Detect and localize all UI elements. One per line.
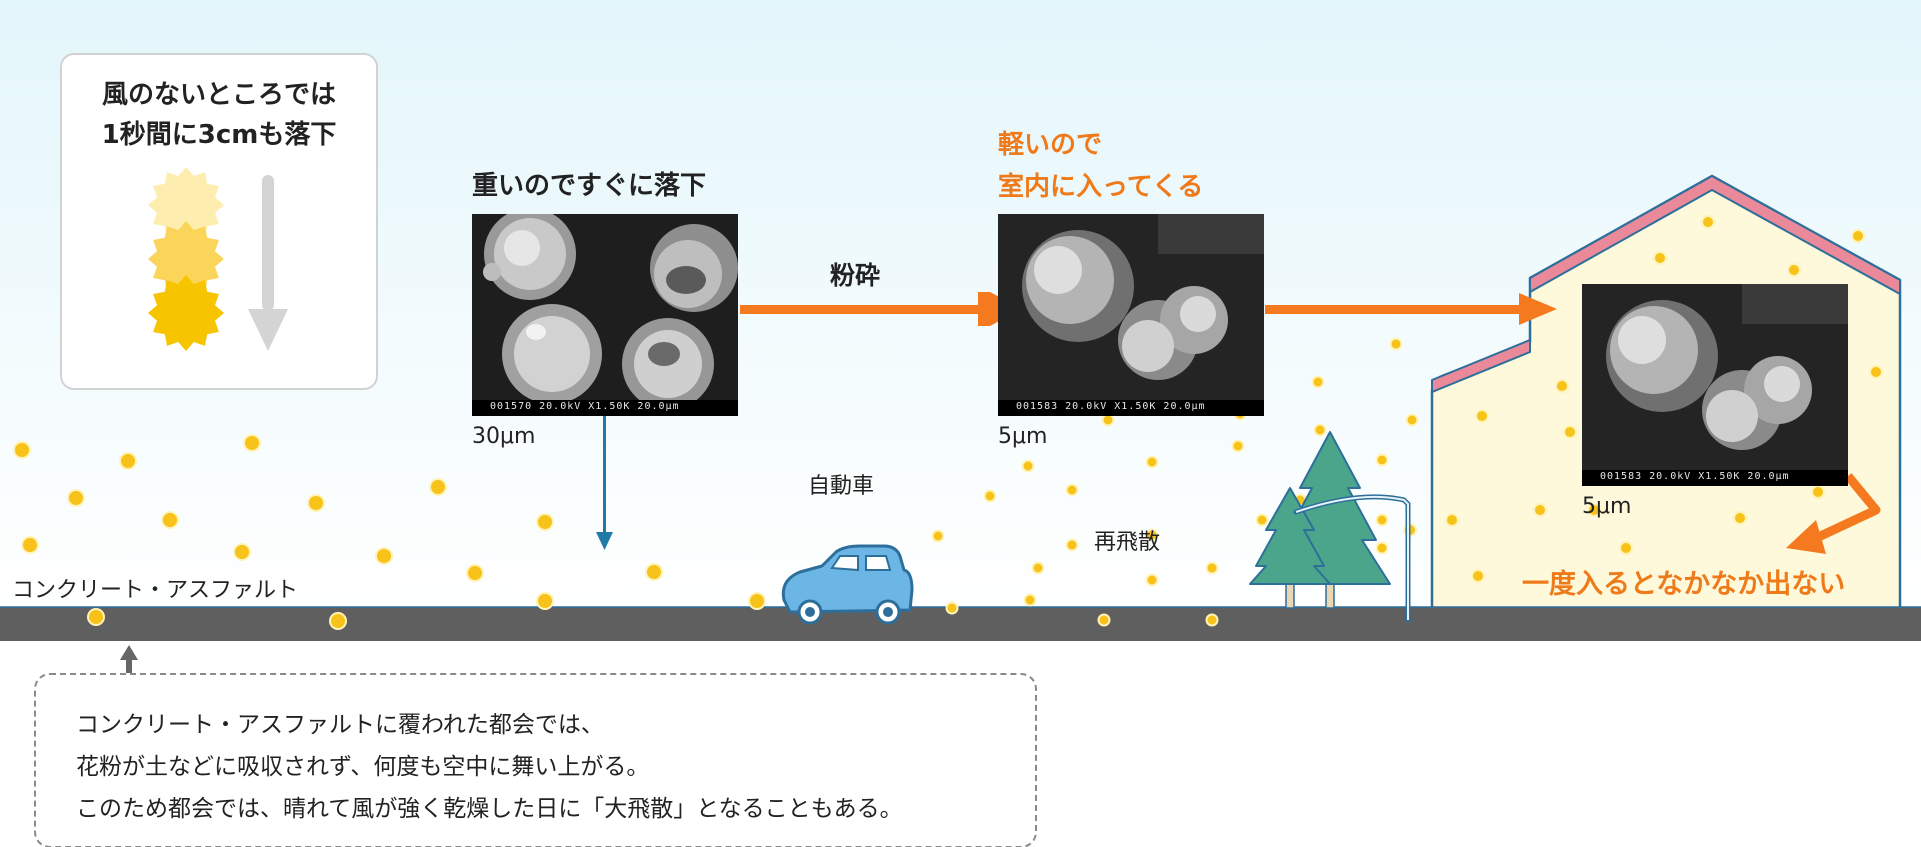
pollen-particle bbox=[1589, 505, 1599, 515]
pollen-particle bbox=[1789, 265, 1799, 275]
crush-label: 粉砕 bbox=[830, 261, 881, 290]
resuspend-label: 再飛散 bbox=[1094, 530, 1161, 555]
falling-speed-title-line2: 1秒間に3cmも落下 bbox=[101, 120, 337, 150]
pollen-particle bbox=[1067, 540, 1077, 550]
indoor-caption: 一度入るとなかなか出ない bbox=[1522, 569, 1846, 600]
pollen-particle bbox=[538, 515, 552, 529]
tree-icon bbox=[1249, 487, 1331, 609]
pollen-particle bbox=[1233, 441, 1243, 451]
pollen-particle bbox=[377, 549, 391, 563]
indoor-micrograph-caption: 001583 20.0kV X1.50K 20.0μm bbox=[1600, 471, 1790, 482]
pollen-particle bbox=[1813, 487, 1823, 497]
pollen-particle bbox=[1621, 543, 1631, 553]
note-line-1: コンクリート・アスファルトに覆われた都会では、 bbox=[76, 712, 604, 738]
pollen-particle bbox=[1023, 461, 1033, 471]
pollen-grain-icon bbox=[148, 167, 224, 243]
pollen-particle bbox=[69, 491, 83, 505]
pollen-particle bbox=[947, 603, 957, 613]
pollen-particle bbox=[1655, 253, 1665, 263]
pollen-particle bbox=[89, 610, 103, 624]
pollen-particle bbox=[431, 480, 445, 494]
pollen-grain-icon bbox=[148, 275, 224, 351]
car-icon bbox=[781, 544, 914, 625]
pollen-particle bbox=[933, 531, 943, 541]
pollen-particle bbox=[1313, 377, 1323, 387]
pollen-particle bbox=[309, 496, 323, 510]
light-title-line1: 軽いので bbox=[998, 130, 1103, 160]
light-pollen-micrograph: 001583 20.0kV X1.50K 20.0μm bbox=[998, 214, 1264, 416]
pollen-particle bbox=[1853, 231, 1863, 241]
ground-label: コンクリート・アスファルト bbox=[12, 578, 299, 603]
heavy-pollen-micrograph: 001570 20.0kV X1.50K 20.0μm bbox=[472, 214, 738, 416]
pollen-particle bbox=[1377, 455, 1387, 465]
pollen-particle bbox=[235, 545, 249, 559]
pollen-particle bbox=[468, 566, 482, 580]
pollen-particle bbox=[1147, 457, 1157, 467]
pollen-particle bbox=[1033, 563, 1043, 573]
pollen-particle bbox=[985, 491, 995, 501]
indoor-pollen-micrograph: 001583 20.0kV X1.50K 20.0μm bbox=[1582, 284, 1848, 486]
falling-speed-title: 風のないところでは 1秒間に3cmも落下 bbox=[62, 75, 376, 155]
heavy-size-label: 30μm bbox=[472, 424, 536, 449]
falling-pollen-illustration bbox=[148, 167, 288, 351]
pollen-particle bbox=[1377, 543, 1387, 553]
pollen-particle bbox=[1377, 515, 1387, 525]
light-micrograph-caption: 001583 20.0kV X1.50K 20.0μm bbox=[1016, 401, 1206, 412]
pollen-particle bbox=[23, 538, 37, 552]
pollen-particle bbox=[121, 454, 135, 468]
pollen-particle bbox=[1207, 563, 1217, 573]
pollen-particle bbox=[1025, 595, 1035, 605]
pollen-particle bbox=[1735, 513, 1745, 523]
heavy-micrograph-caption: 001570 20.0kV X1.50K 20.0μm bbox=[490, 401, 680, 412]
note-line-2: 花粉が土などに吸収されず、何度も空中に舞い上がる。 bbox=[76, 754, 650, 780]
pollen-particle bbox=[1557, 381, 1567, 391]
pollen-particle bbox=[163, 513, 177, 527]
pollen-particle bbox=[1565, 427, 1575, 437]
light-title: 軽いので 室内に入ってくる bbox=[998, 124, 1203, 208]
pollen-particles bbox=[13, 215, 1883, 630]
pollen-particle bbox=[1207, 615, 1217, 625]
stay-indoors-arrow bbox=[1786, 473, 1881, 554]
note-box: コンクリート・アスファルトに覆われた都会では、 花粉が土などに吸収されず、何度も… bbox=[34, 673, 1037, 847]
pollen-particle bbox=[1391, 339, 1401, 349]
pollen-particle bbox=[1067, 485, 1077, 495]
pollen-particle bbox=[15, 443, 29, 457]
light-size-label: 5μm bbox=[998, 424, 1048, 449]
indoor-size-label: 5μm bbox=[1582, 494, 1632, 519]
falling-speed-title-line1: 風のないところでは bbox=[101, 80, 336, 110]
pollen-particle bbox=[750, 594, 764, 608]
pollen-particle bbox=[245, 436, 259, 450]
pollen-particle bbox=[1447, 515, 1457, 525]
ground-up-arrow bbox=[120, 645, 138, 674]
pollen-particle bbox=[1147, 530, 1157, 540]
pollen-particle bbox=[1473, 571, 1483, 581]
ground bbox=[0, 607, 1921, 641]
light-title-line2: 室内に入ってくる bbox=[998, 172, 1204, 202]
pollen-particle bbox=[1257, 515, 1267, 525]
pollen-particle bbox=[331, 614, 345, 628]
note-line-3: このため都会では、晴れて風が強く乾燥した日に「大飛散」となることもある。 bbox=[76, 796, 903, 822]
pollen-particle bbox=[1147, 575, 1157, 585]
pollen-particle bbox=[1871, 367, 1881, 377]
heavy-title: 重いのですぐに落下 bbox=[472, 171, 707, 201]
enter-house-arrow bbox=[1265, 293, 1557, 325]
car-label: 自動車 bbox=[808, 474, 875, 499]
pollen-particle bbox=[538, 594, 552, 608]
pollen-particle bbox=[647, 565, 661, 579]
pollen-particle bbox=[1477, 411, 1487, 421]
fall-down-arrow bbox=[596, 414, 613, 550]
pollen-particle bbox=[1407, 415, 1417, 425]
pollen-particle bbox=[1099, 615, 1109, 625]
pollen-particle bbox=[1703, 217, 1713, 227]
pollen-particle bbox=[1315, 425, 1325, 435]
down-arrow-icon bbox=[248, 175, 288, 351]
pollen-particle bbox=[1535, 505, 1545, 515]
pollen-grain-icon bbox=[148, 221, 224, 297]
falling-speed-box: 風のないところでは 1秒間に3cmも落下 bbox=[60, 53, 378, 390]
pollen-particle bbox=[1103, 415, 1113, 425]
